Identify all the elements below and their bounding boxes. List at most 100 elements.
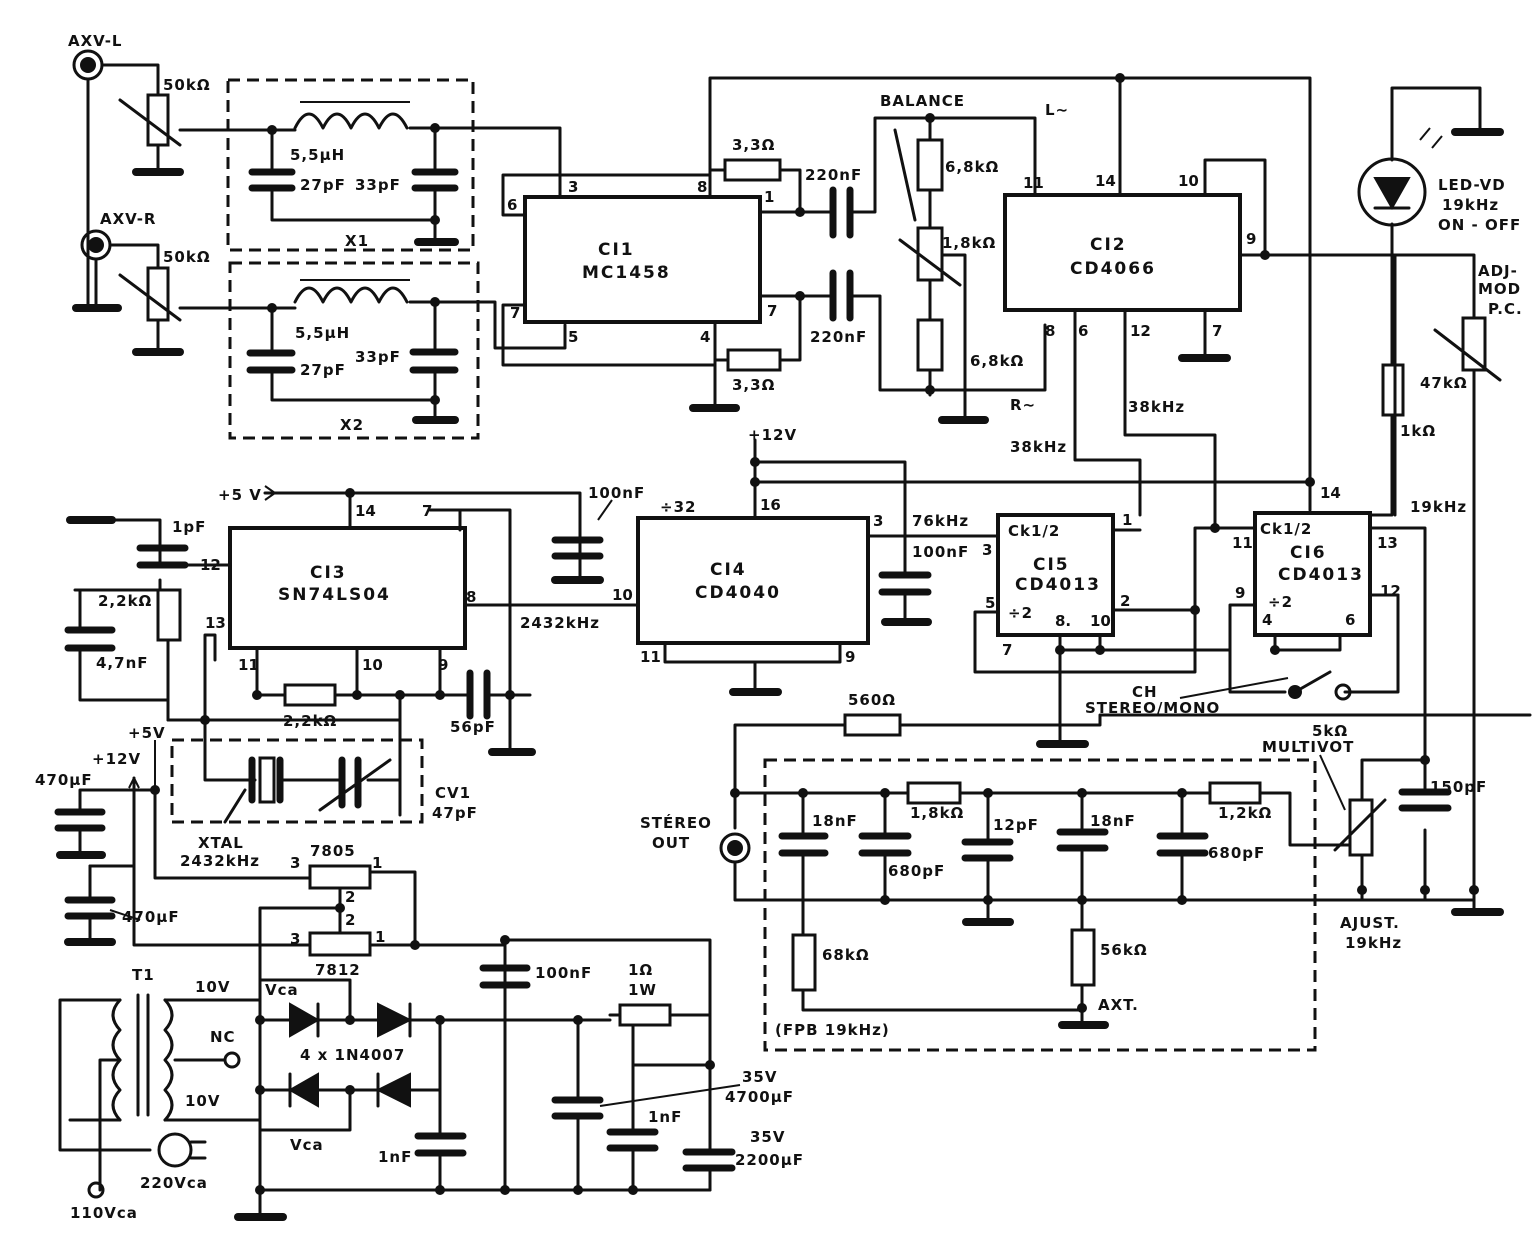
pin-label: 9 bbox=[1246, 230, 1256, 248]
resistor-2k2-a bbox=[156, 588, 182, 642]
label-r-560: 560Ω bbox=[848, 691, 896, 709]
label-r-1k8: 1,8kΩ bbox=[910, 804, 964, 822]
ic-ci2 bbox=[1003, 193, 1242, 312]
label-plus12v-rail: +12V bbox=[748, 426, 797, 444]
label-balance: BALANCE bbox=[880, 92, 965, 110]
ci6-div: ÷2 bbox=[1268, 593, 1293, 611]
label-ajust-1: AJUST. bbox=[1340, 914, 1400, 932]
label-r-1k: 1kΩ bbox=[1400, 422, 1436, 440]
pin-label: 14 bbox=[1095, 172, 1116, 190]
label-adj-3: P.C. bbox=[1488, 300, 1523, 318]
pin-label: 12 bbox=[1130, 322, 1151, 340]
label-plus5v: +5V bbox=[128, 724, 166, 742]
resistor-1k-led bbox=[1381, 363, 1405, 417]
label-inductor-x2: 5,5μH bbox=[295, 324, 350, 342]
label-axv-l: AXV-L bbox=[68, 32, 122, 50]
label-76khz: 76kHz bbox=[912, 512, 969, 530]
label-c-18n-a: 18nF bbox=[812, 812, 858, 830]
label-r-2k2-b: 2,2kΩ bbox=[283, 712, 337, 730]
label-t1: T1 bbox=[132, 966, 155, 984]
ic-ci3 bbox=[228, 526, 467, 650]
label-r-3r3-top: 3,3Ω bbox=[732, 136, 775, 154]
pin-label: 9 bbox=[438, 656, 448, 674]
pin-label: 14 bbox=[1320, 484, 1341, 502]
label-axt: AXT. bbox=[1098, 996, 1139, 1014]
fpb-filter-box bbox=[763, 758, 1317, 1052]
label-c-2200u: 2200μF bbox=[735, 1151, 804, 1169]
ci2-name: CI2 bbox=[1090, 235, 1127, 255]
label-c-1n-a: 1nF bbox=[378, 1148, 412, 1166]
pin-label: 2 bbox=[345, 911, 355, 929]
pin-label: 11 bbox=[238, 656, 259, 674]
label-adj-1: ADJ- bbox=[1478, 262, 1518, 280]
label-19khz: 19kHz bbox=[1410, 498, 1467, 516]
ic-ci4 bbox=[636, 516, 870, 645]
pin-label: 2 bbox=[345, 888, 355, 906]
resistor-1k8 bbox=[906, 781, 962, 805]
pin-label: 7 bbox=[510, 304, 520, 322]
input-jack-right bbox=[80, 229, 112, 261]
transformer-secondary bbox=[163, 998, 174, 1122]
label-35v-b: 35V bbox=[750, 1128, 785, 1146]
label-c-100n-ci4: 100nF bbox=[912, 543, 969, 561]
pot-50k-left bbox=[146, 93, 170, 147]
inductor-x1 bbox=[293, 112, 409, 130]
pin-label: 7 bbox=[1002, 641, 1012, 659]
label-c-12p: 12pF bbox=[993, 816, 1039, 834]
pin-label: 9 bbox=[845, 648, 855, 666]
label-c-150p: 150pF bbox=[1430, 778, 1487, 796]
resistor-560 bbox=[843, 713, 902, 737]
nc-terminal bbox=[223, 1051, 241, 1069]
pin-label: 10 bbox=[612, 586, 633, 604]
pin-label: 13 bbox=[205, 614, 226, 632]
switch-stereo-mono bbox=[1293, 670, 1332, 694]
pot-balance-1k8 bbox=[916, 226, 944, 282]
label-fpb: (FPB 19kHz) bbox=[775, 1021, 890, 1039]
switch-contact-b bbox=[1334, 683, 1352, 701]
ic-ci1 bbox=[523, 195, 762, 324]
label-nc: NC bbox=[210, 1028, 236, 1046]
ci4-name: CI4 bbox=[710, 560, 747, 580]
resistor-1k2 bbox=[1208, 781, 1262, 805]
label-c-100n-ci3: 100nF bbox=[588, 484, 645, 502]
label-c-680p-a: 680pF bbox=[888, 862, 945, 880]
pin-label: 1 bbox=[372, 854, 382, 872]
label-l-tilde: L∼ bbox=[1045, 101, 1069, 119]
diode-1n4007-a bbox=[289, 1002, 321, 1038]
resistor-68k bbox=[791, 933, 817, 992]
diode-1n4007-d bbox=[375, 1072, 411, 1108]
label-pot-r: 50kΩ bbox=[163, 248, 211, 266]
crystal-xtal bbox=[258, 756, 276, 804]
resistor-6k8-top bbox=[916, 138, 944, 192]
pin-label: 3 bbox=[873, 512, 883, 530]
label-c-220n-bottom: 220nF bbox=[810, 328, 867, 346]
label-led-3: ON - OFF bbox=[1438, 216, 1521, 234]
pin-label: 16 bbox=[760, 496, 781, 514]
label-cv1: CV1 bbox=[435, 784, 471, 802]
pin-label: 7 bbox=[767, 302, 777, 320]
pin-label: 10 bbox=[1178, 172, 1199, 190]
label-vca-top: Vca bbox=[265, 981, 299, 999]
ci1-part: MC1458 bbox=[582, 263, 671, 283]
crystal-box bbox=[170, 738, 424, 824]
label-220vca: 220Vca bbox=[140, 1174, 208, 1192]
ci5-div: ÷2 bbox=[1008, 604, 1033, 622]
pin-label: 14 bbox=[355, 502, 376, 520]
ci3-name: CI3 bbox=[310, 563, 347, 583]
label-cap-x2b: 33pF bbox=[355, 348, 401, 366]
label-c-470u-a: 470μF bbox=[35, 771, 93, 789]
led-light-icon bbox=[1419, 127, 1443, 149]
label-r-6k8-bottom: 6,8kΩ bbox=[970, 352, 1024, 370]
label-cap-x2a: 27pF bbox=[300, 361, 346, 379]
label-plus5v-rail: +5 V bbox=[218, 486, 262, 504]
resistor-3r3-top bbox=[723, 158, 782, 182]
diode-1n4007-b bbox=[377, 1002, 413, 1038]
ci5-ck: Ck1/2 bbox=[1008, 522, 1060, 540]
pin-label: 1 bbox=[1122, 511, 1132, 529]
label-7805: 7805 bbox=[310, 842, 356, 860]
label-r-tilde: R∼ bbox=[1010, 396, 1036, 414]
label-div32: ÷32 bbox=[660, 498, 696, 516]
pin-label: 6 bbox=[1078, 322, 1088, 340]
pin-label: 10 bbox=[362, 656, 383, 674]
